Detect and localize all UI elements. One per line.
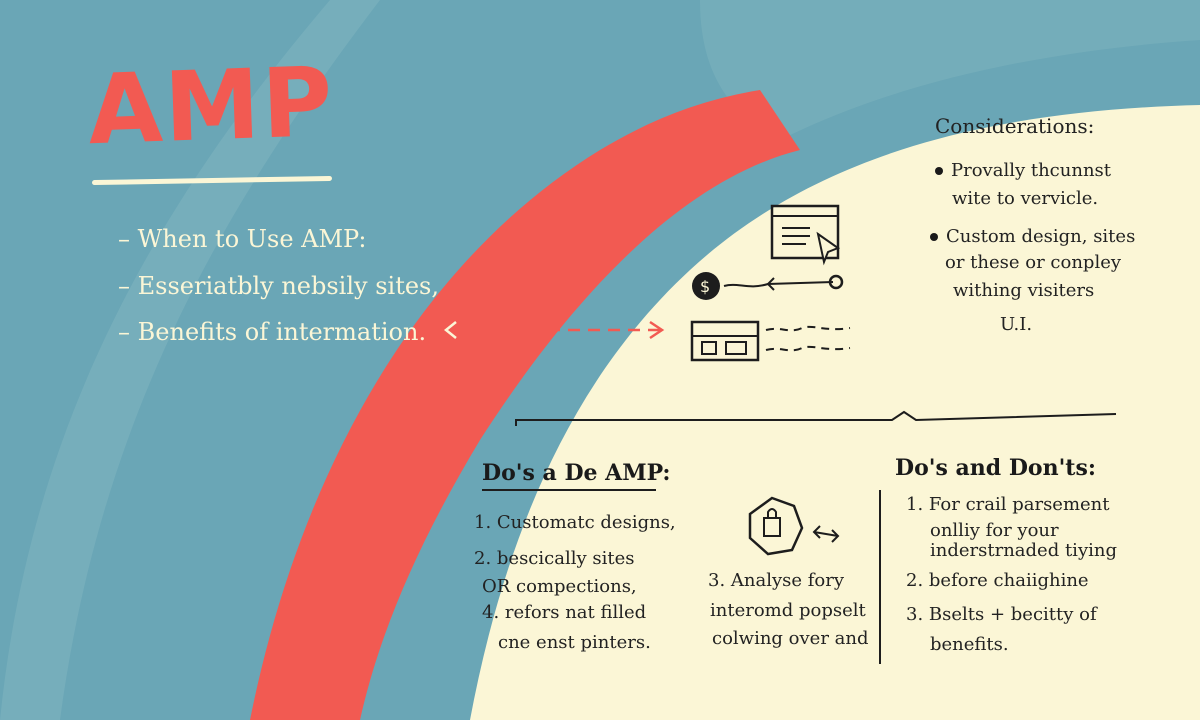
considerations-item: Custom design, sites: [930, 226, 1135, 247]
teal-upper-band: [700, 0, 1200, 140]
bullet-icon: [935, 167, 943, 175]
dos-right-heading: Do's and Don'ts:: [895, 455, 1096, 481]
dos-right-item: 2. before chaiighine: [906, 570, 1089, 591]
considerations-item-line: or these or conpley: [945, 252, 1122, 273]
lock-hexagon-icon: [748, 496, 840, 556]
dos-right-item: onlliy for your: [930, 520, 1059, 541]
left-list-item: – Benefits of intermation.: [118, 318, 427, 346]
dos-left-item: 1. Customatc designs,: [474, 512, 676, 533]
svg-text:$: $: [700, 277, 710, 296]
dos-right-item: benefits.: [930, 634, 1009, 655]
page-title: AMP: [86, 45, 337, 167]
brace-divider: [515, 410, 1117, 426]
dos-left-item: cne enst pinters.: [498, 632, 651, 653]
dos-left-heading: Do's a De AMP:: [482, 460, 671, 486]
money-bubble-icon: $: [692, 272, 844, 300]
dos-right-item: inderstrnaded tiying: [930, 540, 1117, 561]
layout-panel-icon: [690, 320, 851, 362]
dos-left-item: OR compections,: [482, 576, 637, 597]
considerations-item: Provally thcunnst: [935, 160, 1111, 181]
red-swoosh: [250, 90, 800, 720]
considerations-item-line: wite to vervicle.: [952, 188, 1099, 209]
middle-list-item: 3. Analyse fory: [708, 570, 845, 591]
considerations-item-line: U.I.: [1000, 314, 1033, 335]
considerations-heading: Considerations:: [935, 114, 1095, 138]
bullet-icon: [930, 233, 938, 241]
left-list-item: – Esseriatbly nebsily sites,: [118, 272, 439, 300]
middle-list-item: interomd popselt: [710, 600, 866, 621]
dashed-arrow: [443, 320, 665, 340]
vertical-divider: [879, 490, 881, 664]
dos-left-item: 4. refors nat filled: [482, 602, 647, 623]
left-list-heading: – When to Use AMP:: [118, 225, 367, 253]
light-stripe: [0, 0, 380, 720]
dos-right-item: 3. Bselts + becitty of: [906, 604, 1097, 625]
dos-right-item: 1. For crail parsement: [906, 494, 1110, 515]
browser-window-icon: [770, 204, 841, 266]
middle-list-item: colwing over and: [712, 628, 869, 649]
heading-underline: [482, 489, 656, 491]
dos-left-item: 2. bescically sites: [474, 548, 635, 569]
considerations-item-line: withing visiters: [953, 280, 1095, 301]
